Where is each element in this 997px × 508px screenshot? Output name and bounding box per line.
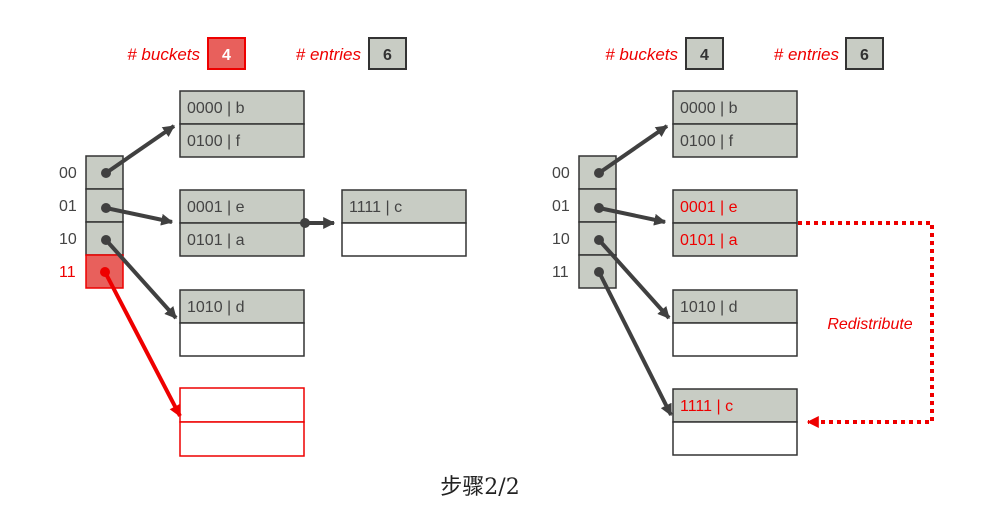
directory-label: 00 [552,165,570,182]
directory-label: 11 [59,264,76,281]
buckets-value: 4 [700,47,709,64]
bucket-entry: 1010 | d [680,299,738,316]
pointer-arrow [101,203,174,226]
pointer-arrow [594,124,669,178]
redistribute-arrow [798,221,934,428]
bucket: 0001 | e 0101 | a [672,189,798,257]
entries-value-box [845,37,884,70]
bucket-entry: 0000 | b [187,100,245,117]
bucket: 0001 | e 0101 | a [179,189,305,257]
entries-value: 6 [860,47,869,64]
pointer-arrow [101,235,178,320]
bucket: 1111 | c [672,388,798,456]
entries-value: 6 [383,47,392,64]
buckets-value-box [685,37,724,70]
directory-label: 11 [552,264,569,281]
overflow-bucket: 1111 | c [341,189,467,257]
pointer-arrow [594,267,673,417]
bucket-entry: 0101 | a [680,232,738,249]
caption: 步骤2/2 [440,475,519,500]
entries-value-box [368,37,407,70]
panel-left: # buckets 4 # entries 6 00 01 10 11 0000… [59,37,467,457]
buckets-label: # buckets [127,45,200,64]
entries-label: # entries [774,45,840,64]
bucket: 0000 | b 0100 | f [672,90,798,158]
bucket-entry: 0001 | e [680,199,738,216]
redistribute-label-bg [816,310,924,336]
directory-label: 01 [59,198,77,215]
pointer-arrow [101,124,176,178]
pointer-arrow [594,203,667,226]
buckets-value: 4 [222,47,231,64]
panel-right: # buckets 4 # entries 6 00 01 10 11 0000… [552,37,934,456]
bucket-entry: 1010 | d [187,299,245,316]
bucket-entry: 0001 | e [187,199,245,216]
redistribute-label: Redistribute [827,316,912,333]
entries-label: # entries [296,45,362,64]
bucket-entry: 0100 | f [680,133,734,150]
buckets-label: # buckets [605,45,678,64]
bucket-entry: 1111 | c [349,199,402,216]
directory-label: 01 [552,198,570,215]
bucket: 0000 | b 0100 | f [179,90,305,158]
overflow-pointer-arrow [300,217,336,229]
bucket: 1010 | d [179,289,305,357]
bucket-entry: 0000 | b [680,100,738,117]
directory-label: 00 [59,165,77,182]
buckets-value-box [207,37,246,70]
pointer-arrow [594,235,671,320]
directory-label: 10 [552,231,570,248]
pointer-arrow-red [100,267,182,418]
bucket-entry: 0101 | a [187,232,245,249]
directory-label: 10 [59,231,77,248]
bucket-entry: 0100 | f [187,133,241,150]
bucket: 1010 | d [672,289,798,357]
bucket-new [179,387,305,457]
bucket-entry: 1111 | c [680,398,733,415]
